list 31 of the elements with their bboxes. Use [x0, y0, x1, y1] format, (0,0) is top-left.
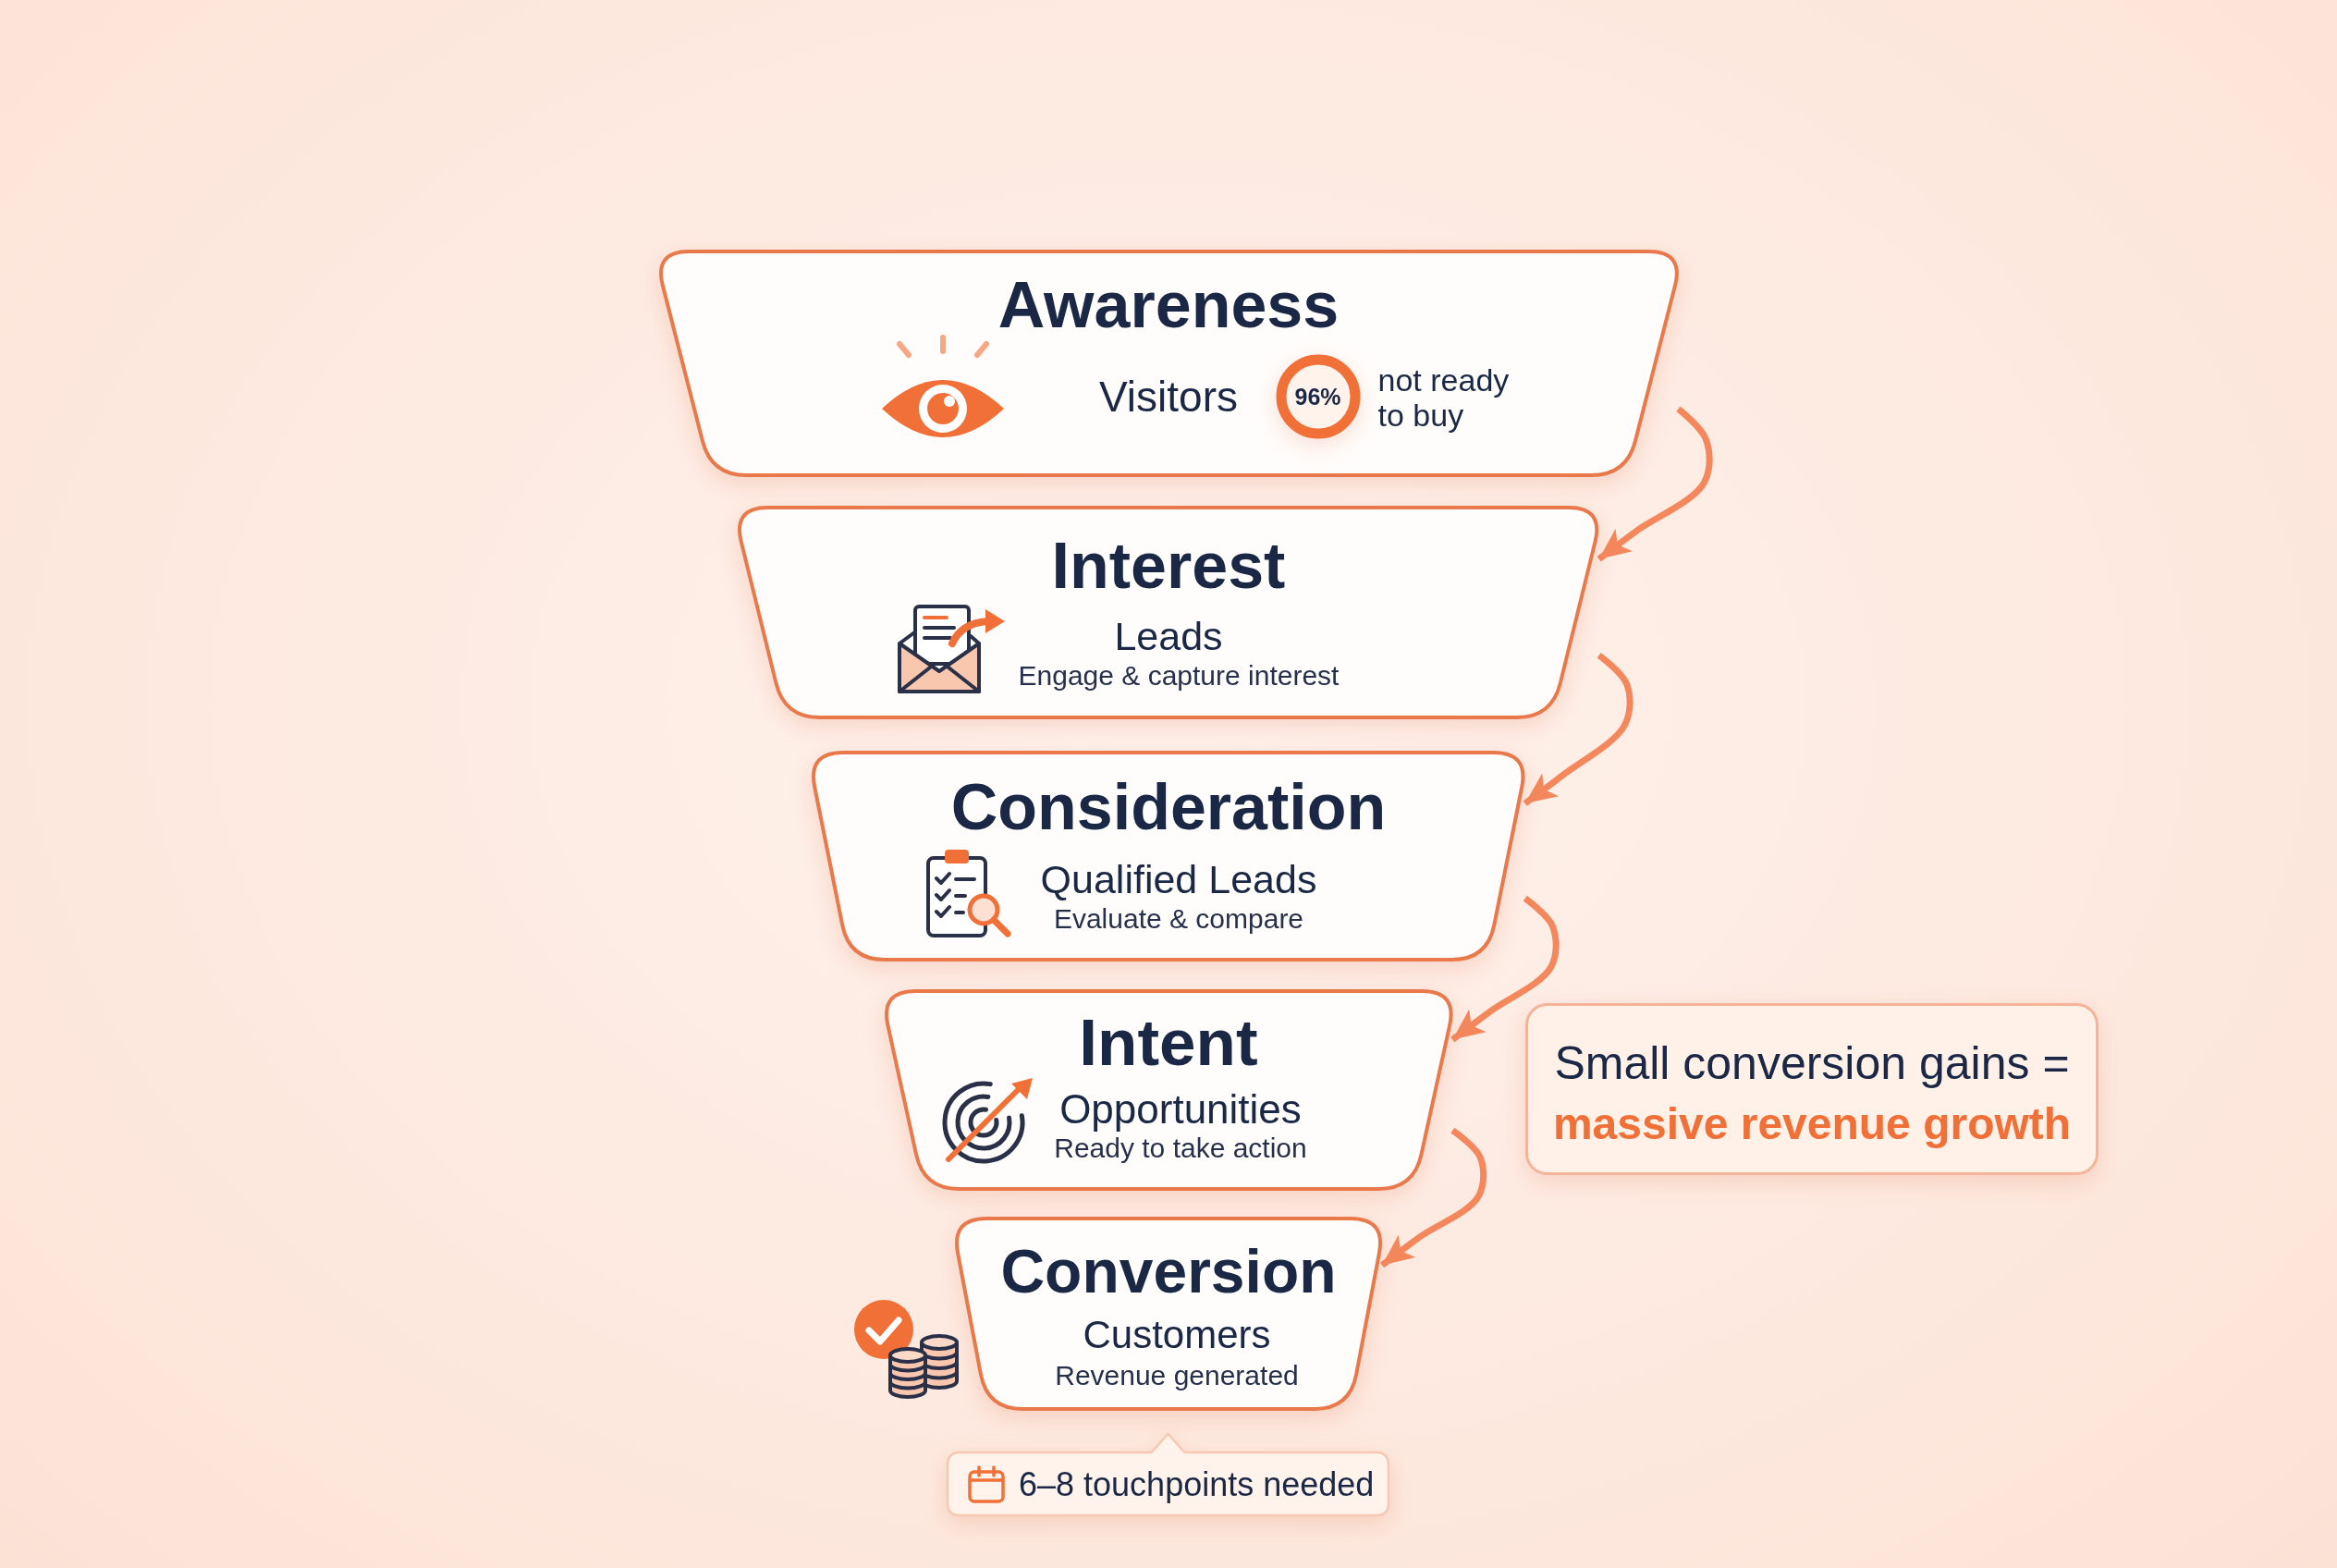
stage-title: Consideration: [950, 770, 1387, 844]
callout-text: Small conversion gains =: [1554, 1037, 2070, 1089]
stage-title: Intent: [1079, 1006, 1258, 1080]
curved-arrow: [1379, 1127, 1487, 1268]
audience-label: Visitors: [1099, 374, 1238, 422]
funnel-stage: [812, 751, 1525, 962]
stage-title: Interest: [1051, 529, 1286, 603]
stage-description: Ready to take action: [1054, 1133, 1307, 1164]
note-bubble: [947, 1433, 1389, 1516]
percentage-value: 96%: [1294, 384, 1341, 410]
stage-title: Awareness: [997, 268, 1340, 342]
stage-description: Evaluate & compare: [1053, 903, 1304, 935]
curved-arrow: [1597, 406, 1713, 562]
audience-label: Opportunities: [1059, 1086, 1302, 1133]
funnel-stage: [884, 989, 1453, 1191]
curved-arrow: [1523, 652, 1633, 806]
percentage-note: not ready to buy: [1377, 361, 1511, 434]
audience-label: Customers: [1083, 1313, 1271, 1357]
funnel-stage: [658, 250, 1679, 477]
funnel-stage: [738, 506, 1599, 719]
percentage-ring: [1275, 354, 1361, 439]
audience-label: Leads: [1114, 613, 1223, 659]
callout-panel: [1525, 1003, 2098, 1175]
stage-description: Revenue generated: [1055, 1360, 1299, 1391]
audience-label: Qualified Leads: [1040, 856, 1317, 902]
callout-highlight: massive revenue growth: [1552, 1099, 2072, 1149]
funnel-stage: [954, 1217, 1382, 1411]
note-text: 6–8 touchpoints needed: [1019, 1465, 1375, 1504]
stage-description: Engage & capture interest: [1018, 660, 1340, 692]
curved-arrow: [1450, 895, 1560, 1043]
stage-title: Conversion: [1000, 1238, 1337, 1306]
